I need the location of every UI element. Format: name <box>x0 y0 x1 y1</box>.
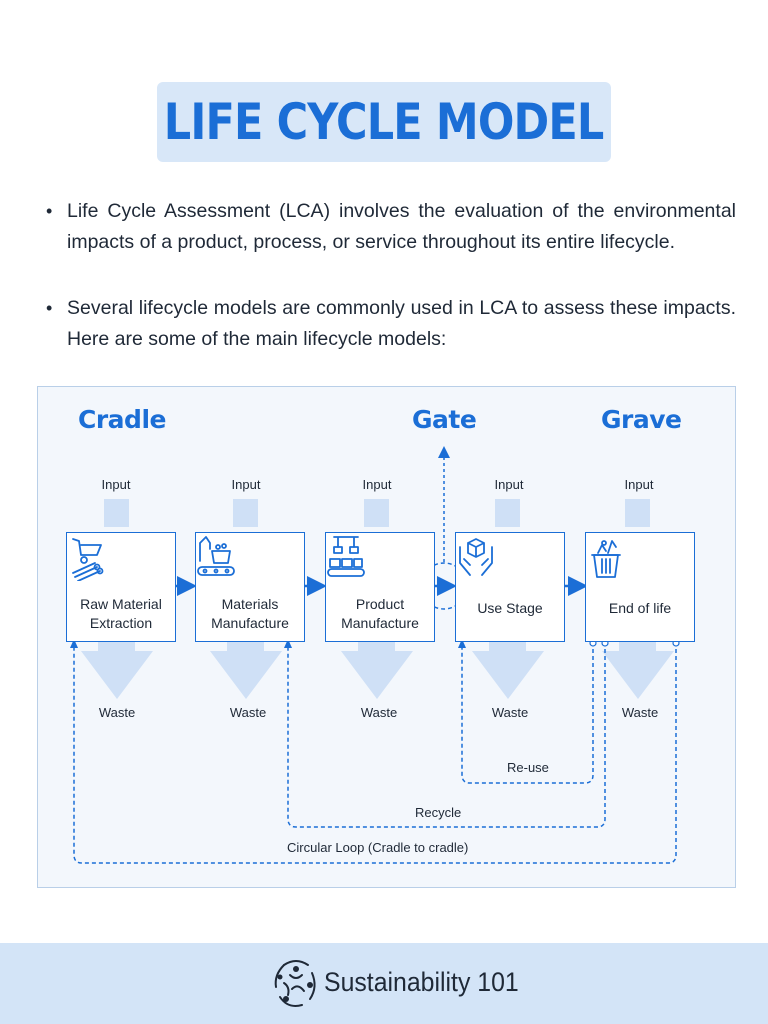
diagram-connectors <box>70 446 680 864</box>
input-arrows <box>104 499 650 527</box>
input-label: Input <box>362 477 392 492</box>
trash-bin-icon <box>591 540 621 578</box>
input-arrow <box>495 499 520 527</box>
stage-box-materials-manufacture: Materials Manufacture <box>195 532 305 642</box>
brand-name: Sustainability 101 <box>324 967 519 997</box>
stage-box-raw-material: Raw Material Extraction <box>66 532 176 642</box>
stage-label: Product Manufacture <box>341 596 419 631</box>
stage-box-end-of-life: End of life <box>585 532 695 642</box>
reuse-label: Re-use <box>504 760 552 775</box>
recycle-arrowhead <box>284 639 292 648</box>
wheelbarrow-logs-icon <box>72 538 104 581</box>
input-label: Input <box>101 477 131 492</box>
input-arrow <box>233 499 258 527</box>
waste-arrow <box>210 641 282 699</box>
assembly-line-icon <box>327 536 365 577</box>
stage-label: Use Stage <box>477 600 543 616</box>
life-cycle-diagram: Cradle Gate Grave Input Input Input Inpu… <box>37 386 736 888</box>
stage-box-use-stage: Use Stage <box>455 532 565 642</box>
recycle-loop <box>287 642 606 828</box>
waste-label: Waste <box>621 705 659 720</box>
heading-grave: Grave <box>601 405 682 434</box>
waste-label: Waste <box>491 705 529 720</box>
heading-cradle: Cradle <box>78 405 166 434</box>
waste-arrow <box>602 641 674 699</box>
waste-arrows <box>81 641 674 699</box>
hands-box-icon <box>459 538 493 576</box>
recycle-label: Recycle <box>412 805 465 820</box>
page-title: LIFE CYCLE MODEL <box>164 93 604 151</box>
waste-label: Waste <box>360 705 398 720</box>
stage-label: End of life <box>608 600 672 616</box>
bullet-item: • Life Cycle Assessment (LCA) involves t… <box>46 196 736 258</box>
input-arrow <box>364 499 389 527</box>
circular-arrowhead <box>70 639 78 648</box>
title-banner: LIFE CYCLE MODEL <box>157 82 611 162</box>
recycle-people-logo <box>274 960 316 1007</box>
stage-label: Materials Manufacture <box>211 596 289 631</box>
reuse-arrowhead <box>458 639 466 648</box>
stage-box-product-manufacture: Product Manufacture <box>325 532 435 642</box>
waste-arrow <box>472 641 544 699</box>
waste-label: Waste <box>229 705 267 720</box>
heading-gate: Gate <box>412 405 477 434</box>
circular-loop <box>73 642 677 864</box>
footer: Sustainability 101 <box>0 943 768 1024</box>
input-label: Input <box>494 477 524 492</box>
bullet-dot-icon: • <box>46 201 53 221</box>
circular-loop-label: Circular Loop (Cradle to cradle) <box>284 840 472 855</box>
waste-label: Waste <box>98 705 136 720</box>
bullet-text: Several lifecycle models are commonly us… <box>67 297 736 350</box>
input-arrow <box>104 499 129 527</box>
stage-label: Raw Material Extraction <box>80 596 162 631</box>
bullet-text: Life Cycle Assessment (LCA) involves the… <box>67 200 736 253</box>
input-arrow <box>625 499 650 527</box>
factory-machine-icon <box>197 536 235 576</box>
input-label: Input <box>624 477 654 492</box>
input-label: Input <box>231 477 261 492</box>
waste-arrow <box>81 641 153 699</box>
waste-arrow <box>341 641 413 699</box>
reuse-loop <box>461 642 594 784</box>
bullet-item: • Several lifecycle models are commonly … <box>46 293 736 355</box>
bullet-dot-icon: • <box>46 298 53 318</box>
